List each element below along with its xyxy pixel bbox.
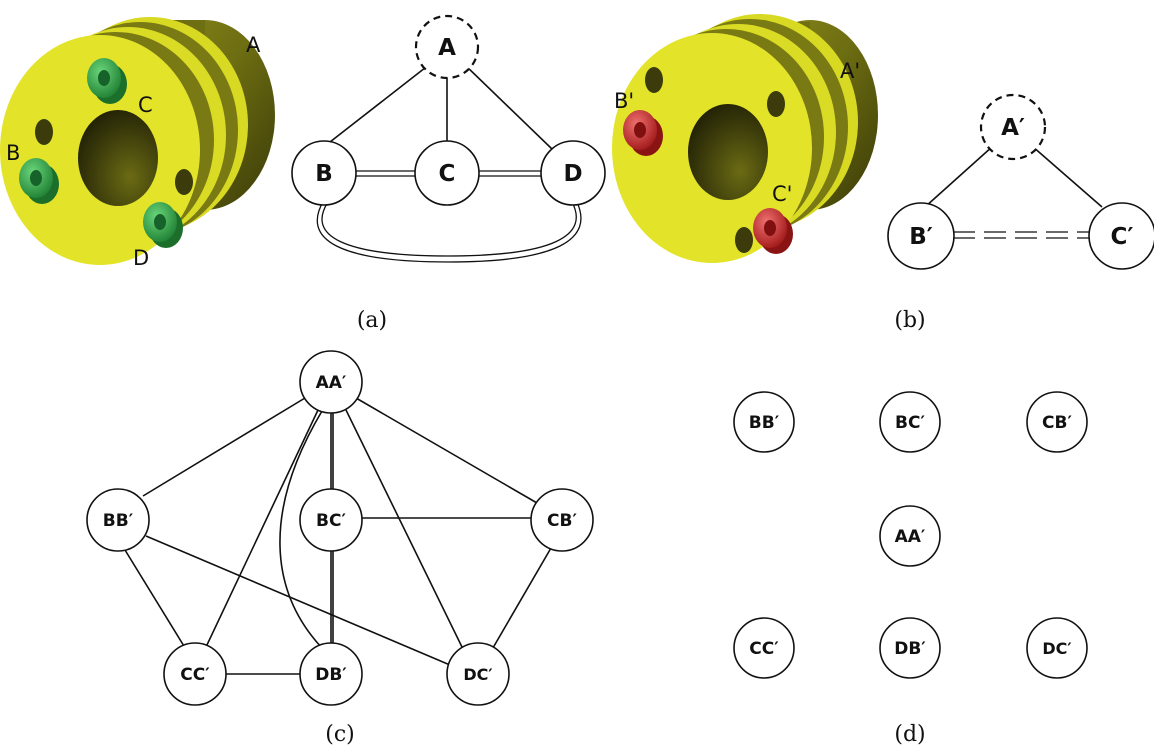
node-c-prime (1088, 202, 1154, 270)
node-a (414, 14, 480, 80)
node-aa (299, 350, 363, 414)
screw-b-icon (19, 158, 59, 204)
edge-aa-cb (355, 397, 538, 504)
edge-a-d (463, 63, 553, 150)
node-d-bb-label: BB′ (749, 413, 780, 433)
edge-bb-dc (145, 535, 451, 666)
edge-a-b (320, 63, 431, 150)
screw-c-prime-icon (753, 208, 793, 254)
node-d-dc (1026, 617, 1088, 679)
node-aa-label: AA′ (316, 373, 347, 393)
node-d-cc-label: CC′ (749, 639, 779, 659)
node-d-bc-label: BC′ (895, 413, 925, 433)
node-b (291, 140, 357, 206)
edge-b-c-prime (953, 231, 1092, 239)
node-c-prime-label: C′ (1111, 224, 1134, 250)
part-a-label-d: D (133, 246, 149, 270)
edge-cb-dc (489, 547, 552, 654)
node-dc-label: DC′ (463, 665, 492, 684)
node-dc (446, 642, 510, 706)
graph-b: A′ B′ C′ (887, 93, 1154, 270)
node-d-cb-label: CB′ (1042, 413, 1072, 433)
node-b-label: B (315, 161, 333, 187)
node-bc (299, 488, 363, 552)
node-d-cb (1026, 391, 1088, 453)
caption-c: (c) (325, 722, 355, 747)
node-cc-label: CC′ (180, 665, 210, 685)
node-cb (530, 488, 594, 552)
edge-aa-db-curve (279, 410, 323, 649)
edge-aa-dc (345, 409, 463, 648)
node-d-db-label: DB′ (894, 639, 926, 659)
node-a-prime-label: A′ (1001, 115, 1025, 141)
edge-b-d (316, 199, 582, 263)
graph-d: BB′ BC′ CB′ AA′ CC′ DB′ DC′ (733, 391, 1088, 679)
graph-c: AA′ BB′ BC′ CB′ CC′ DB′ DC′ (86, 350, 594, 706)
node-db (299, 642, 363, 706)
node-a-prime (979, 93, 1047, 161)
node-d-label: D (563, 161, 582, 187)
node-d-bb (733, 391, 795, 453)
node-d-aa-label: AA′ (895, 527, 926, 547)
edge-aa-cc (205, 409, 319, 648)
node-cb-label: CB′ (547, 511, 577, 531)
edge-bb-cc (124, 549, 188, 652)
node-a-label: A (438, 35, 456, 61)
part-a-illustration (0, 17, 275, 265)
screw-c-icon (87, 58, 127, 104)
node-bb-label: BB′ (103, 511, 134, 531)
screw-b-prime-icon (623, 110, 663, 156)
part-a-label-b: B (6, 141, 20, 165)
node-bb (86, 488, 150, 552)
part-a-label-a: A (246, 33, 261, 57)
node-cc (163, 642, 227, 706)
node-db-label: DB′ (315, 665, 347, 685)
node-d (540, 140, 606, 206)
node-bc-label: BC′ (316, 511, 346, 531)
node-d-aa (879, 505, 941, 567)
node-d-dc-label: DC′ (1042, 639, 1071, 658)
screw-d-icon (143, 202, 183, 248)
edge-aa-bb (142, 397, 306, 497)
caption-b: (b) (894, 308, 925, 333)
part-b-label-a: A' (840, 59, 860, 83)
node-b-prime-label: B′ (909, 224, 933, 250)
node-b-prime (887, 202, 955, 270)
part-b-illustration (612, 14, 878, 263)
part-a-label-c: C (138, 93, 153, 117)
node-c-label: C (439, 161, 456, 187)
caption-d: (d) (894, 722, 925, 747)
node-d-db (879, 617, 941, 679)
node-c (414, 140, 480, 206)
part-b-label-b: B' (614, 89, 634, 113)
part-b-label-c: C' (772, 182, 792, 206)
caption-a: (a) (357, 308, 387, 333)
node-d-cc (733, 617, 795, 679)
edge-a-c-prime (1031, 145, 1103, 208)
edge-a-b-prime (924, 145, 994, 208)
node-d-bc (879, 391, 941, 453)
edge-b-c (356, 170, 415, 177)
edge-c-d (479, 170, 541, 177)
graph-a: A B C D (291, 14, 606, 263)
